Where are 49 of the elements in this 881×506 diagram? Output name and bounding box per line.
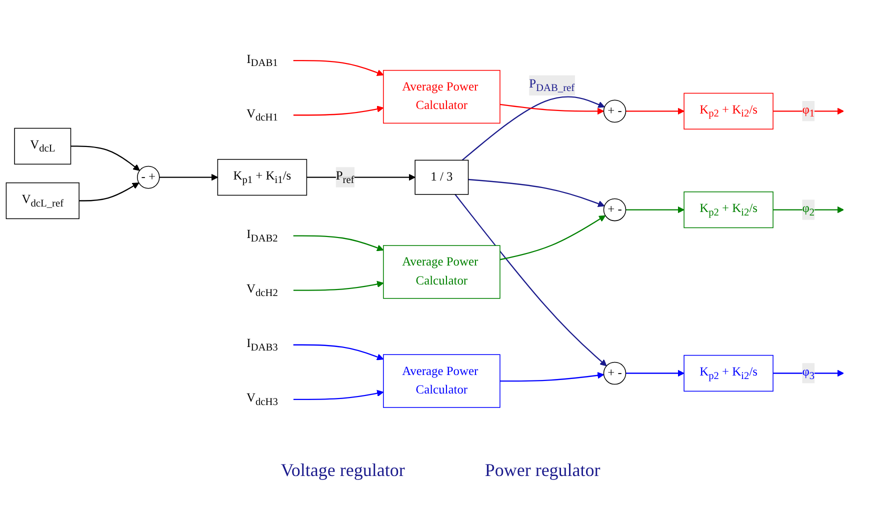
arrow — [500, 215, 606, 260]
node-text: V$_{dcH1}$ — [246, 107, 278, 123]
node-text: I$_{DAB1}$ — [246, 52, 278, 68]
arrow — [159, 174, 218, 181]
block-caption: Power regulator — [484, 460, 600, 481]
node-text: I$_{DAB2}$ — [246, 228, 278, 244]
arrow — [500, 104, 604, 115]
node-box: K$_{p2}$ + K$_{i2}$/s — [684, 92, 774, 130]
arrow — [626, 206, 684, 214]
node-text: V$_{dcH3}$ — [246, 392, 278, 408]
arrow — [293, 280, 384, 291]
node-box: K$_{p2}$ + K$_{i2}$/s — [684, 354, 774, 392]
arrow — [454, 194, 607, 366]
node-text: V$_{dcH2}$ — [246, 282, 278, 298]
arrow — [462, 96, 605, 161]
node-box: Average Power Calculator — [383, 245, 500, 299]
node-box: K$_{p2}$ + K$_{i2}$/s — [684, 191, 774, 228]
edge-label: φ$_{2}$ — [802, 202, 815, 218]
node-box: V$_{dcL}$ — [14, 128, 72, 165]
arrow — [500, 372, 604, 382]
node-circle: + - — [603, 198, 626, 222]
edge-label: P$_{ref}$ — [336, 169, 354, 186]
arrow — [293, 344, 384, 360]
arrow — [773, 108, 844, 115]
arrow — [773, 206, 844, 214]
edge-label: P$_{DAB_ref}$ — [529, 78, 575, 94]
edge-label: φ$_{3}$ — [802, 365, 815, 382]
node-box: 1 / 3 — [414, 160, 469, 195]
arrow — [293, 106, 384, 116]
arrow — [626, 108, 684, 115]
arrow — [293, 60, 384, 76]
arrow — [293, 390, 384, 400]
arrow — [773, 370, 844, 377]
arrow — [626, 370, 684, 377]
block-caption: Voltage regulator — [280, 460, 405, 481]
node-circle: - + — [136, 166, 160, 189]
node-circle: + - — [603, 100, 626, 123]
arrow — [70, 146, 140, 171]
edge-label: φ$_{1}$ — [802, 103, 815, 120]
arrow — [79, 182, 140, 202]
arrow — [306, 174, 416, 181]
arrow — [293, 235, 384, 252]
node-box: Average Power Calculator — [383, 70, 500, 124]
node-text: I$_{DAB3}$ — [246, 337, 278, 353]
node-box: Average Power Calculator — [383, 354, 500, 408]
node-box: V$_{dcL_ref}$ — [6, 182, 80, 220]
node-circle: + - — [603, 362, 626, 385]
node-box: K$_{p1}$ + K$_{i1}$/s — [217, 158, 308, 196]
arrow — [468, 178, 605, 207]
